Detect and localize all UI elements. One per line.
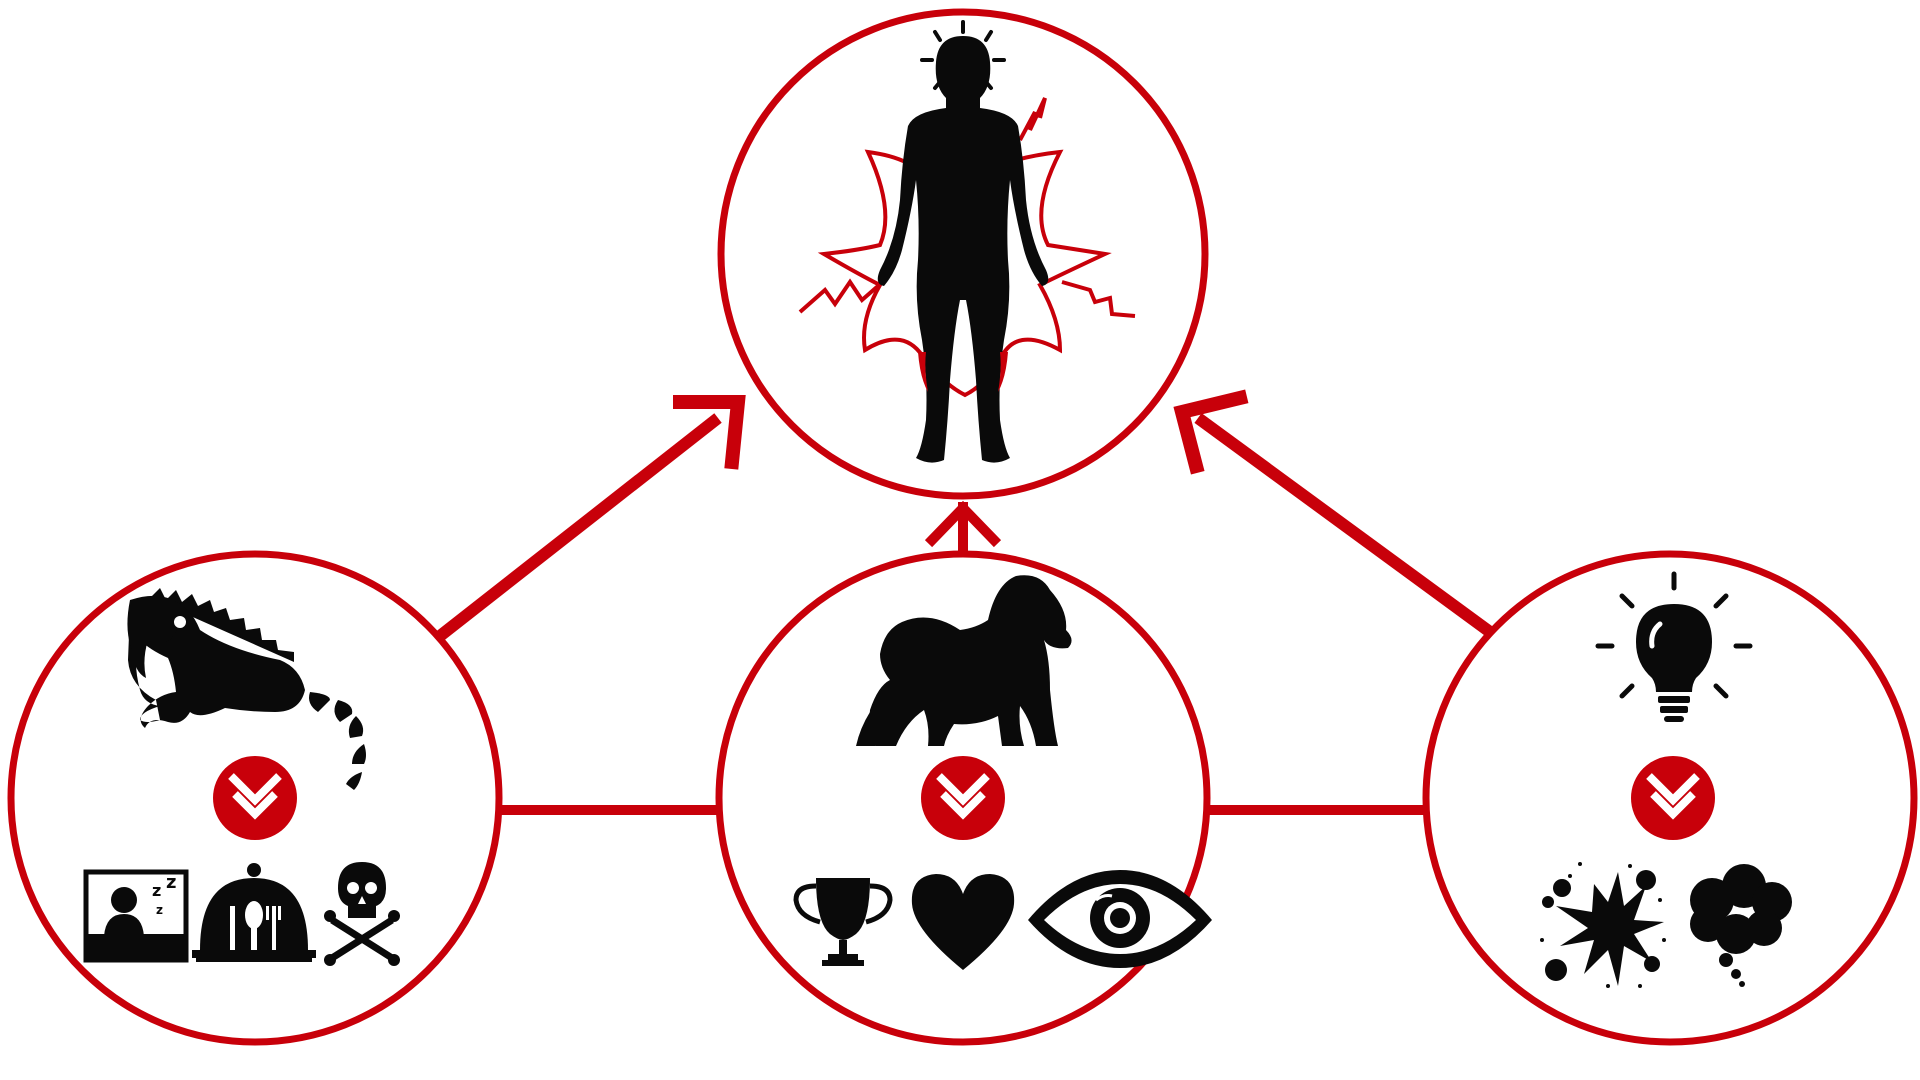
- arrow-reptilian-to-body: [436, 413, 722, 641]
- human-silhouette: [877, 36, 1049, 463]
- svg-text:z: z: [152, 881, 161, 900]
- trophy-icon: [793, 878, 893, 966]
- head-rays: [920, 20, 1006, 90]
- sleeping-person-icon: z z z: [83, 869, 189, 963]
- iguana-icon: [127, 588, 366, 790]
- human-body-pain-icon: [798, 20, 1136, 463]
- down-chevron-badge-icon: [1631, 756, 1715, 840]
- down-chevron-badge-icon: [213, 756, 297, 840]
- pain-leg-right: [998, 352, 1008, 392]
- explosion-icon: [1540, 862, 1666, 988]
- gorilla-icon: [856, 575, 1072, 746]
- arrow-head-left: [673, 395, 746, 470]
- eye-icon: [1028, 870, 1212, 968]
- pain-leg-left: [918, 352, 928, 392]
- food-cloche-icon: [192, 863, 316, 962]
- pain-bolt-left: [798, 278, 880, 314]
- arrow-head-right: [1173, 389, 1249, 475]
- svg-text:z: z: [166, 872, 176, 893]
- skull-crossbones-icon: [324, 862, 400, 966]
- thought-cloud-icon: [1690, 864, 1792, 987]
- heart-icon: [911, 874, 1015, 970]
- connections: [436, 389, 1494, 815]
- pain-bolt-shoulder: [1018, 97, 1047, 141]
- pain-bolt-right: [1061, 280, 1136, 318]
- svg-text:z: z: [156, 903, 163, 917]
- arrow-neocortex-to-body: [1194, 413, 1494, 637]
- down-chevron-badge-icon: [921, 756, 1005, 840]
- lightbulb-icon: [1595, 571, 1753, 722]
- pain-burst: [817, 149, 1112, 398]
- arrow-head-center: [924, 500, 1002, 548]
